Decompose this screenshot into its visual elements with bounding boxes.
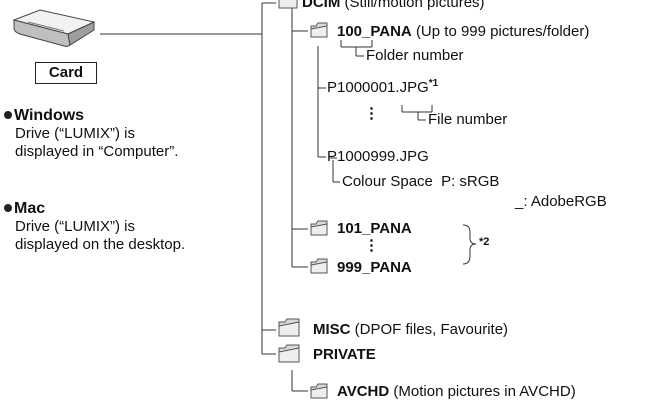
avchd-entry: AVCHD (Motion pictures in AVCHD) — [337, 383, 576, 401]
folder-100-desc: (Up to 999 pictures/folder) — [415, 23, 590, 40]
folder-icon — [310, 258, 328, 274]
folder-101-name: 101_PANA — [337, 220, 412, 237]
bullet-icon — [4, 204, 12, 212]
folder-100-entry: 100_PANA (Up to 999 pictures/folder) — [337, 23, 589, 41]
colour-space-adobe: _: AdobeRGB — [515, 193, 607, 210]
mac-line-1: Drive (“LUMIX”) is — [15, 218, 135, 235]
misc-entry: MISC (DPOF files, Favourite) — [313, 321, 508, 339]
file-first-name: P1000001.JPG — [327, 79, 429, 96]
folder-icon — [278, 344, 300, 363]
mac-note: Mac Drive (“LUMIX”) is displayed on the … — [4, 200, 185, 254]
avchd-name: AVCHD — [337, 383, 390, 400]
colour-space-srgb: P: sRGB — [441, 173, 500, 190]
folder-icon — [278, 0, 298, 9]
private-name: PRIVATE — [313, 346, 376, 363]
mac-heading: Mac — [14, 200, 46, 217]
footnote-2: *2 — [479, 236, 490, 248]
footnote-1: *1 — [428, 78, 439, 89]
vertical-ellipsis-files: ⋮ — [364, 105, 379, 122]
avchd-desc: (Motion pictures in AVCHD) — [393, 383, 576, 400]
mac-line-2: displayed on the desktop. — [15, 236, 186, 253]
file-first-entry: P1000001.JPG*1 — [327, 79, 438, 97]
folder-icon — [310, 383, 328, 399]
windows-note: Windows Drive (“LUMIX”) is displayed in … — [4, 107, 178, 161]
windows-line-1: Drive (“LUMIX”) is — [15, 125, 135, 142]
bullet-icon — [4, 111, 12, 119]
folder-999-name: 999_PANA — [337, 259, 412, 276]
misc-name: MISC — [313, 321, 351, 338]
folder-icon — [310, 22, 328, 38]
folder-icon — [278, 318, 300, 337]
dcim-name: DCIM — [302, 0, 341, 11]
file-number-label: File number — [428, 111, 508, 128]
card-reader-icon — [12, 9, 96, 47]
dcim-entry: DCIM (Still/motion pictures) — [302, 0, 485, 12]
folder-100-name: 100_PANA — [337, 23, 412, 40]
windows-line-2: displayed in “Computer”. — [15, 143, 179, 160]
folder-number-label: Folder number — [366, 47, 464, 64]
misc-desc: (DPOF files, Favourite) — [354, 321, 509, 338]
file-last-name: P1000999.JPG — [327, 148, 429, 165]
colour-space-entry: Colour Space P: sRGB — [342, 173, 499, 191]
vertical-ellipsis-folders: ⋮ — [364, 237, 379, 254]
windows-heading: Windows — [14, 107, 85, 124]
folder-icon — [310, 220, 328, 236]
colour-space-label: Colour Space — [342, 173, 433, 190]
card-label: Card — [35, 62, 97, 84]
dcim-desc: (Still/motion pictures) — [344, 0, 485, 11]
